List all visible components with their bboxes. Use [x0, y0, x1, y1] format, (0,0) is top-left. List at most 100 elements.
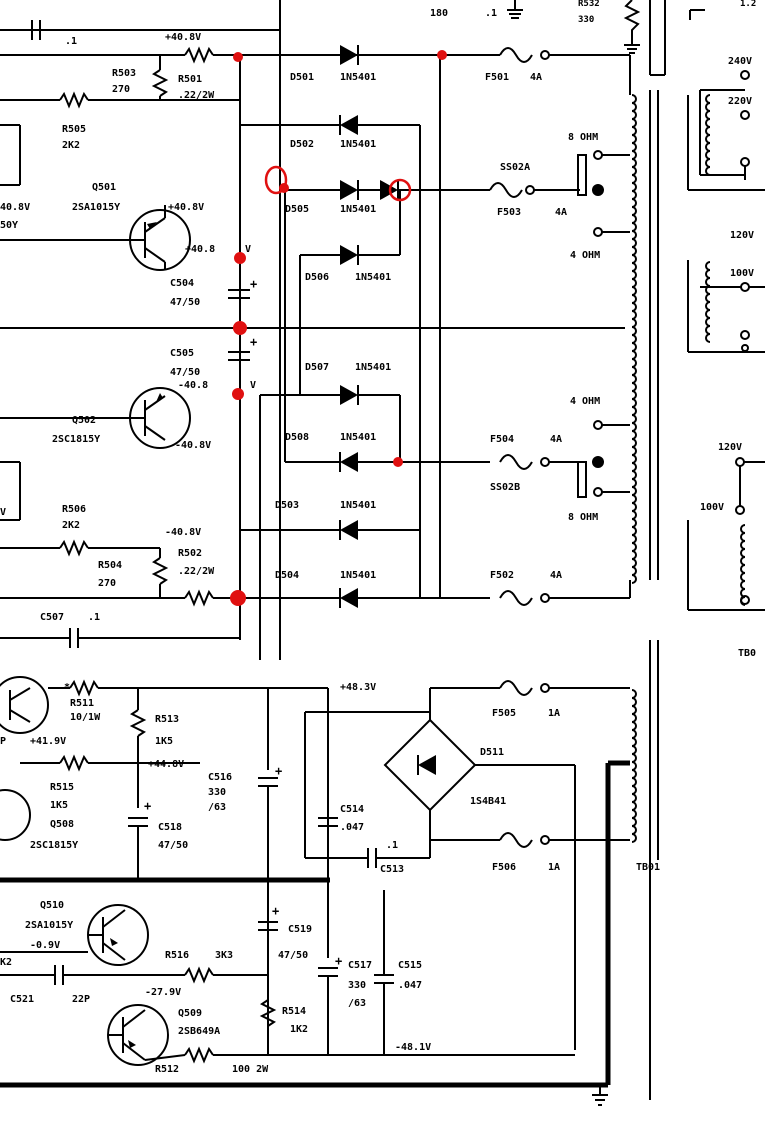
- v100a-label: 100V: [730, 268, 754, 279]
- d501-type: 1N5401: [340, 72, 376, 83]
- r516-val: 3K3: [215, 950, 233, 961]
- d504-label: D504: [275, 570, 299, 581]
- red-annotations: [230, 50, 447, 606]
- d506-label: D506: [305, 272, 329, 283]
- v240-label: 240V: [728, 56, 752, 67]
- v-unit-2: V: [250, 380, 256, 391]
- d508-type: 1N5401: [340, 432, 376, 443]
- svg-text:+: +: [275, 764, 282, 778]
- r501-val: .22/2W: [178, 90, 215, 101]
- r506-val: 2K2: [62, 520, 80, 531]
- r511-val: 10/1W: [70, 712, 101, 723]
- output-stage: +40.8V R503 270 R501 .22/2W R505 2K2 Q50…: [0, 32, 625, 648]
- c516-val2: /63: [208, 802, 226, 813]
- d503-diode: [340, 520, 358, 540]
- v-unit-1: V: [245, 244, 251, 255]
- left-code: 50Y: [0, 220, 18, 231]
- d505-diode: [340, 180, 358, 200]
- c513-val: .1: [386, 840, 398, 851]
- q502-type: 2SC1815Y: [52, 434, 100, 445]
- c519-label: C519: [288, 924, 312, 935]
- d505-type: 1N5401: [340, 204, 376, 215]
- svg-text:+: +: [335, 954, 342, 968]
- v-neg408-low-label: -40.8V: [165, 527, 201, 538]
- v-neg408-mid-label: -40.8: [178, 380, 208, 391]
- r506-label: R506: [62, 504, 86, 515]
- d507-type: 1N5401: [355, 362, 391, 373]
- q508-label: Q508: [50, 819, 74, 830]
- r-180-label: 180: [430, 8, 448, 19]
- red-circle-mark: [388, 178, 412, 202]
- r504-label: R504: [98, 560, 122, 571]
- f504-val: 4A: [550, 434, 562, 445]
- c516-label: C516: [208, 772, 232, 783]
- red-dot: [233, 321, 247, 335]
- d503-type: 1N5401: [340, 500, 376, 511]
- c507-label: C507: [40, 612, 64, 623]
- ss02a-label: SS02A: [500, 162, 530, 173]
- c-top-left-val: .1: [65, 36, 77, 47]
- red-dot: [233, 52, 243, 62]
- v-neg481-label: -48.1V: [395, 1042, 431, 1053]
- q502-label: Q502: [72, 415, 96, 426]
- c-top-val: .1: [485, 8, 497, 19]
- c514-val: .047: [340, 822, 364, 833]
- q501-label: Q501: [92, 182, 116, 193]
- v220-label: 220V: [728, 96, 752, 107]
- speaker-b-terminal: [592, 456, 604, 468]
- f504-label: F504: [490, 434, 514, 445]
- d502-type: 1N5401: [340, 139, 376, 150]
- f506-val: 1A: [548, 862, 560, 873]
- r514-label: R514: [282, 1006, 306, 1017]
- v419-label: +41.9V: [30, 736, 66, 747]
- red-dot: [234, 252, 246, 264]
- r505-val: 2K2: [62, 140, 80, 151]
- c518-val: 47/50: [158, 840, 188, 851]
- f505-label: F505: [492, 708, 516, 719]
- c514-label: C514: [340, 804, 364, 815]
- rectifier-diodes: D501 1N5401 D502 1N5401 D505 1N5401 D506…: [240, 45, 490, 660]
- q510-label: Q510: [40, 900, 64, 911]
- c521-val: 22P: [72, 994, 90, 1005]
- v120a-label: 120V: [730, 230, 754, 241]
- d504-type: 1N5401: [340, 570, 376, 581]
- transformer-secondary: [631, 90, 659, 1100]
- d504-diode: [340, 588, 358, 608]
- q509-label: Q509: [178, 1008, 202, 1019]
- svg-text:*: *: [64, 682, 70, 693]
- r503-val: 270: [112, 84, 130, 95]
- r505-label: R505: [62, 124, 86, 135]
- v-neg09-label: -0.9V: [30, 940, 60, 951]
- v-neg408-q502-label: -40.8V: [175, 440, 211, 451]
- c516-val1: 330: [208, 787, 226, 798]
- c507-val: .1: [88, 612, 100, 623]
- v120b-label: 120V: [718, 442, 742, 453]
- d507-diode: [340, 385, 358, 405]
- c504-label: C504: [170, 278, 194, 289]
- v408-left-label: 40.8V: [0, 202, 30, 213]
- c517-val2: /63: [348, 998, 366, 1009]
- d508-diode: [340, 452, 358, 472]
- svg-text:V: V: [0, 507, 6, 518]
- r516-label: R516: [165, 950, 189, 961]
- v-neg279-label: -27.9V: [145, 987, 181, 998]
- r513-label: R513: [155, 714, 179, 725]
- fuses-speakers: F501 4A SS02A F503 4A 8 OHM 4 OHM 4 OHM …: [440, 47, 631, 606]
- r515-val: 1K5: [50, 800, 68, 811]
- d502-label: D502: [290, 139, 314, 150]
- red-dot: [232, 388, 244, 400]
- r503-label: R503: [112, 68, 136, 79]
- ohm8-a-label: 8 OHM: [568, 132, 598, 143]
- d506-type: 1N5401: [355, 272, 391, 283]
- v100b-label: 100V: [700, 502, 724, 513]
- c505-label: C505: [170, 348, 194, 359]
- ohm4-b-label: 4 OHM: [570, 396, 600, 407]
- power-supply-section: P * R511 10/1W R513 1K5 +41.9V +44.8V C5…: [0, 676, 660, 1106]
- r512-val: 100 2W: [232, 1064, 269, 1075]
- r515-label: R515: [50, 782, 74, 793]
- r512-label: R512: [155, 1064, 179, 1075]
- c521-label: C521: [10, 994, 34, 1005]
- v408-top-label: +40.8V: [165, 32, 201, 43]
- r514-val: 1K2: [290, 1024, 308, 1035]
- transformer-primary: 1.2 240V 220V 120V 100V 120V 100V TB0: [687, 0, 765, 659]
